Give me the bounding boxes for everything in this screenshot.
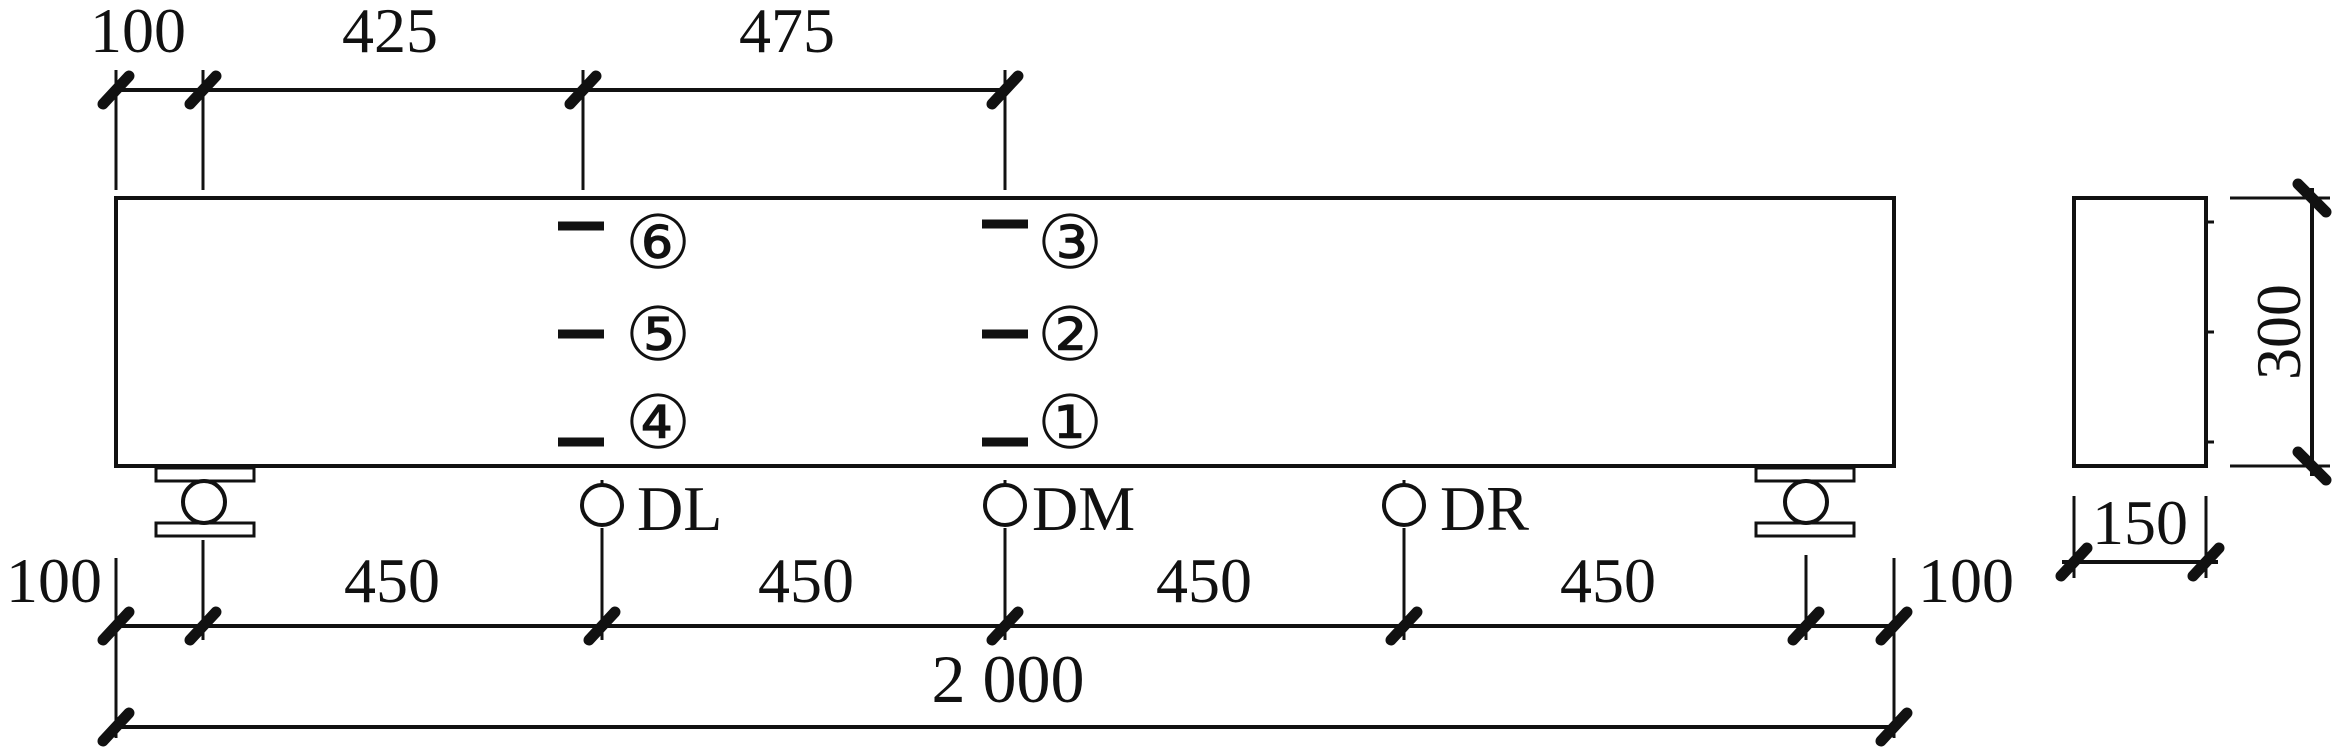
dim-span-2: 450 — [758, 545, 854, 616]
gauge-label-1: ① — [1037, 380, 1103, 466]
gauge-label-5: ⑤ — [625, 292, 691, 378]
cross-section-outline — [2072, 196, 2208, 468]
gauge-label-2: ② — [1037, 292, 1103, 378]
dim-right-end: 100 — [1918, 545, 2014, 616]
lvdt-right-icon — [1382, 483, 1426, 527]
dim-total-length: 2 000 — [932, 641, 1085, 717]
lvdt-left: DL — [580, 473, 722, 544]
left-support — [154, 466, 256, 538]
strain-gauge-group-mid: ③ ② ① — [982, 200, 1103, 466]
dim-span-4: 450 — [1560, 545, 1656, 616]
dim-span-3: 450 — [1156, 545, 1252, 616]
lvdt-right-label: DR — [1440, 473, 1529, 544]
cross-section: 300 150 — [2055, 178, 2332, 582]
lvdt-left-label: DL — [637, 473, 722, 544]
lvdt-mid-icon — [983, 483, 1027, 527]
lvdt-mid: DM — [983, 473, 1135, 544]
gauge-label-3: ③ — [1037, 200, 1103, 286]
bottom-dimension-chain: 100 450 450 450 450 100 2 000 — [6, 528, 2014, 747]
lvdt-mid-label: DM — [1032, 473, 1135, 544]
dim-load-offset: 425 — [342, 0, 438, 66]
dim-load-spacing: 475 — [739, 0, 835, 66]
beam-elevation — [114, 196, 1896, 468]
dim-left-end: 100 — [6, 545, 102, 616]
right-support — [1754, 466, 1856, 538]
gauge-label-6: ⑥ — [625, 200, 691, 286]
top-dimension-chain: 100 425 475 — [90, 0, 1024, 190]
dim-span-1: 450 — [344, 545, 440, 616]
lvdt-right: DR — [1382, 473, 1529, 544]
lvdt-left-icon — [580, 483, 624, 527]
dim-section-width: 150 — [2092, 487, 2188, 558]
dim-section-height: 300 — [2243, 284, 2314, 380]
dim-left-overhang: 100 — [90, 0, 186, 66]
strain-gauge-group-left: ⑥ ⑤ ④ — [558, 200, 691, 466]
gauge-label-4: ④ — [625, 380, 691, 466]
